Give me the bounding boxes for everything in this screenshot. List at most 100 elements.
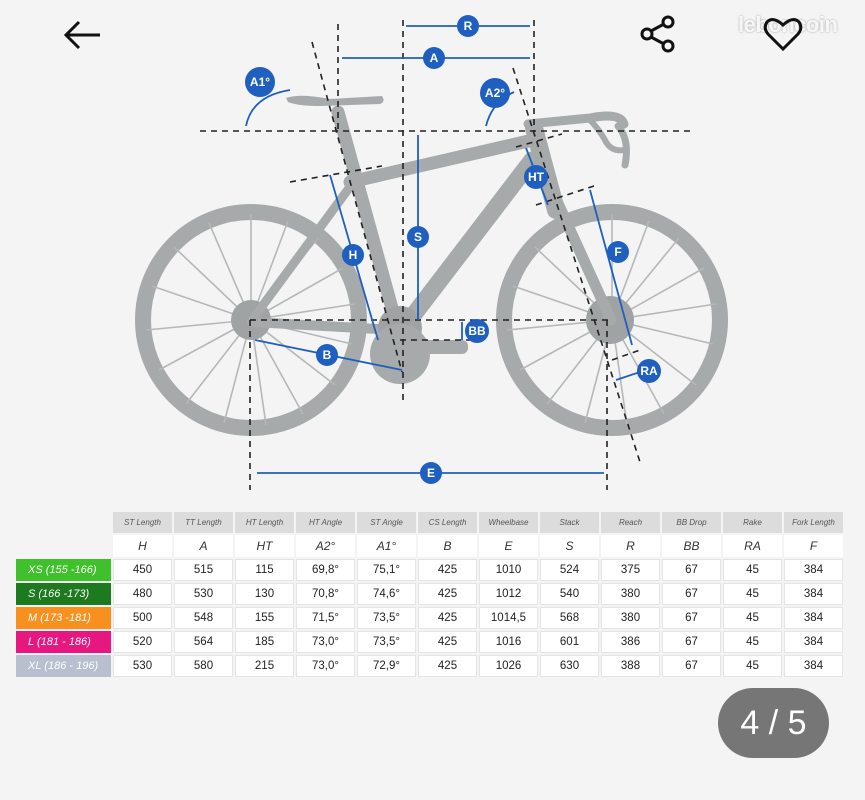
table-cell: 630 <box>540 655 599 677</box>
watermark: leboncoin <box>738 12 838 37</box>
image-pager[interactable]: 4 / 5 <box>718 688 829 758</box>
col-code: E <box>479 535 538 557</box>
reference-lines <box>200 20 690 490</box>
col-header: HT Angle <box>296 512 355 533</box>
table-corner <box>16 512 111 533</box>
table-cell: 1016 <box>479 631 538 653</box>
table-cell: 67 <box>662 559 721 581</box>
svg-text:RA: RA <box>640 364 658 378</box>
table-cell: 45 <box>723 559 782 581</box>
measure-label-B: B <box>316 344 338 366</box>
table-code-row: H A HT A2° A1° B E S R BB RA F <box>16 535 843 557</box>
table-cell: 380 <box>601 607 660 629</box>
table-cell: 384 <box>784 655 843 677</box>
table-cell: 425 <box>418 583 477 605</box>
saddle <box>286 95 384 106</box>
svg-text:BB: BB <box>468 324 486 338</box>
table-cell: 45 <box>723 607 782 629</box>
col-code: R <box>601 535 660 557</box>
measure-label-RA: RA <box>637 359 661 383</box>
measure-label-S: S <box>407 226 429 248</box>
table-cell: 73,0° <box>296 631 355 653</box>
col-header: BB Drop <box>662 512 721 533</box>
col-header: CS Length <box>418 512 477 533</box>
measure-label-E: E <box>420 462 442 484</box>
table-cell: 155 <box>235 607 294 629</box>
col-header: ST Length <box>113 512 172 533</box>
col-code: HT <box>235 535 294 557</box>
size-label: L (181 - 186) <box>16 631 111 653</box>
table-cell: 67 <box>662 631 721 653</box>
table-cell: 1026 <box>479 655 538 677</box>
measure-label-H: H <box>342 244 364 266</box>
table-cell: 215 <box>235 655 294 677</box>
col-code: A1° <box>357 535 416 557</box>
table-cell: 500 <box>113 607 172 629</box>
col-code: F <box>784 535 843 557</box>
col-header: Wheelbase <box>479 512 538 533</box>
table-cell: 425 <box>418 607 477 629</box>
measure-label-F: F <box>607 241 629 263</box>
table-cell: 568 <box>540 607 599 629</box>
table-cell: 530 <box>113 655 172 677</box>
svg-text:A1°: A1° <box>250 75 270 89</box>
table-cell: 74,6° <box>357 583 416 605</box>
table-cell: 601 <box>540 631 599 653</box>
share-button[interactable] <box>628 10 688 58</box>
bike-geometry-diagram: R A A1° A2° HT S H F BB B RA E <box>135 15 728 490</box>
table-cell: 450 <box>113 559 172 581</box>
table-cell: 564 <box>174 631 233 653</box>
table-cell: 425 <box>418 631 477 653</box>
svg-text:S: S <box>414 230 422 244</box>
svg-text:HT: HT <box>528 170 545 184</box>
svg-text:A: A <box>430 51 439 65</box>
table-cell: 384 <box>784 607 843 629</box>
table-cell: 73,5° <box>357 631 416 653</box>
table-cell: 45 <box>723 583 782 605</box>
table-cell: 548 <box>174 607 233 629</box>
table-cell: 1014,5 <box>479 607 538 629</box>
col-code: A2° <box>296 535 355 557</box>
back-button[interactable] <box>52 12 112 58</box>
favorite-button[interactable] <box>752 8 814 60</box>
col-header: TT Length <box>174 512 233 533</box>
measure-label-BB: BB <box>465 319 489 343</box>
table-cell: 75,1° <box>357 559 416 581</box>
table-cell: 69,8° <box>296 559 355 581</box>
size-label: XL (186 - 196) <box>16 655 111 677</box>
measure-label-R: R <box>457 15 479 37</box>
table-cell: 386 <box>601 631 660 653</box>
table-cell: 515 <box>174 559 233 581</box>
table-cell: 73,0° <box>296 655 355 677</box>
table-cell: 384 <box>784 583 843 605</box>
table-cell: 185 <box>235 631 294 653</box>
col-code: S <box>540 535 599 557</box>
size-label: XS (155 -166) <box>16 559 111 581</box>
heart-icon <box>763 18 803 52</box>
col-header: HT Length <box>235 512 294 533</box>
svg-text:B: B <box>323 348 332 362</box>
share-icon <box>640 15 675 53</box>
col-code: BB <box>662 535 721 557</box>
table-cell: 384 <box>784 631 843 653</box>
table-cell: 45 <box>723 655 782 677</box>
table-cell: 480 <box>113 583 172 605</box>
table-cell: 130 <box>235 583 294 605</box>
table-cell: 67 <box>662 655 721 677</box>
col-code: B <box>418 535 477 557</box>
table-cell: 540 <box>540 583 599 605</box>
table-cell: 1012 <box>479 583 538 605</box>
size-label: S (166 -173) <box>16 583 111 605</box>
table-cell: 67 <box>662 607 721 629</box>
table-corner <box>16 535 111 557</box>
table-cell: 70,8° <box>296 583 355 605</box>
table-cell: 580 <box>174 655 233 677</box>
measure-label-HT: HT <box>524 165 548 189</box>
